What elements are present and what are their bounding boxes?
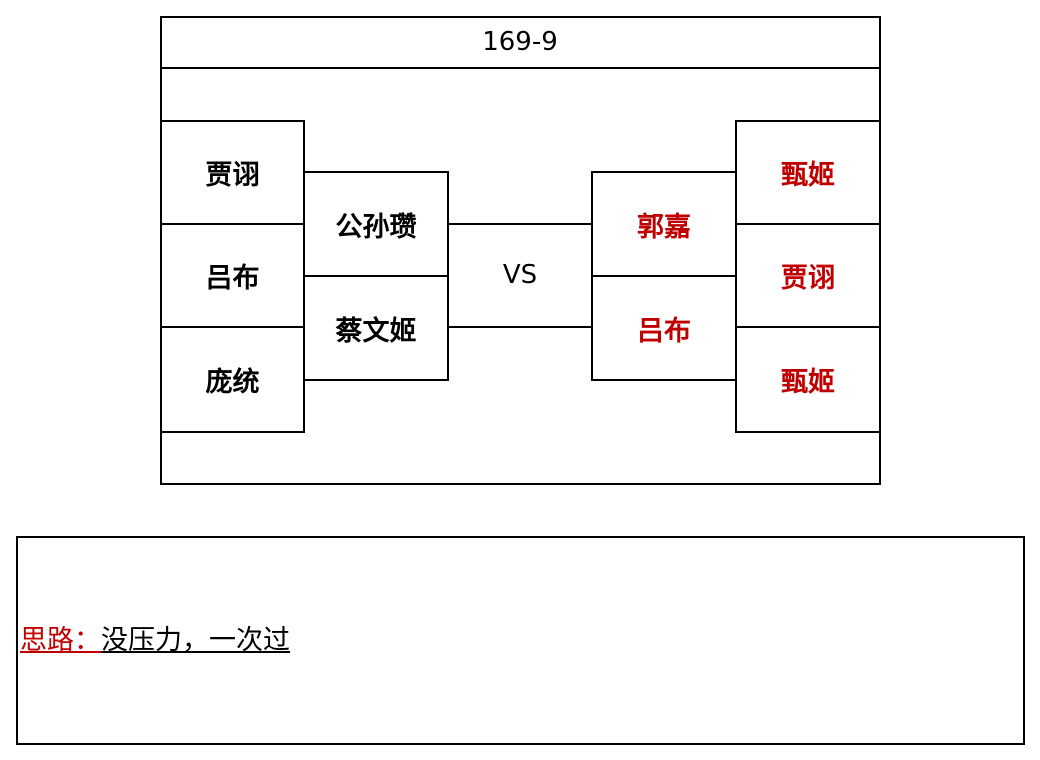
vs-label: VS <box>502 260 538 290</box>
right-inner-hero-2: 吕布 <box>591 275 737 381</box>
note-frame <box>16 536 1025 745</box>
right-inner-hero-1: 郭嘉 <box>591 171 737 277</box>
connector-line-bottom <box>448 326 592 328</box>
left-outer-hero-1: 贾诩 <box>160 120 305 225</box>
left-outer-hero-3: 庞统 <box>160 326 305 433</box>
right-outer-hero-2: 贾诩 <box>735 223 881 328</box>
diagram-title: 169-9 <box>160 16 880 69</box>
strategy-note: 思路：没压力，一次过 <box>20 618 290 657</box>
left-inner-hero-2: 蔡文姬 <box>303 275 449 381</box>
left-inner-hero-1: 公孙瓒 <box>303 171 449 277</box>
right-outer-hero-1: 甄姬 <box>735 120 881 225</box>
note-label: 思路： <box>20 625 101 656</box>
left-outer-hero-2: 吕布 <box>160 223 305 328</box>
connector-line-top <box>448 223 592 225</box>
note-text: 没压力，一次过 <box>101 625 290 656</box>
right-outer-hero-3: 甄姬 <box>735 326 881 433</box>
